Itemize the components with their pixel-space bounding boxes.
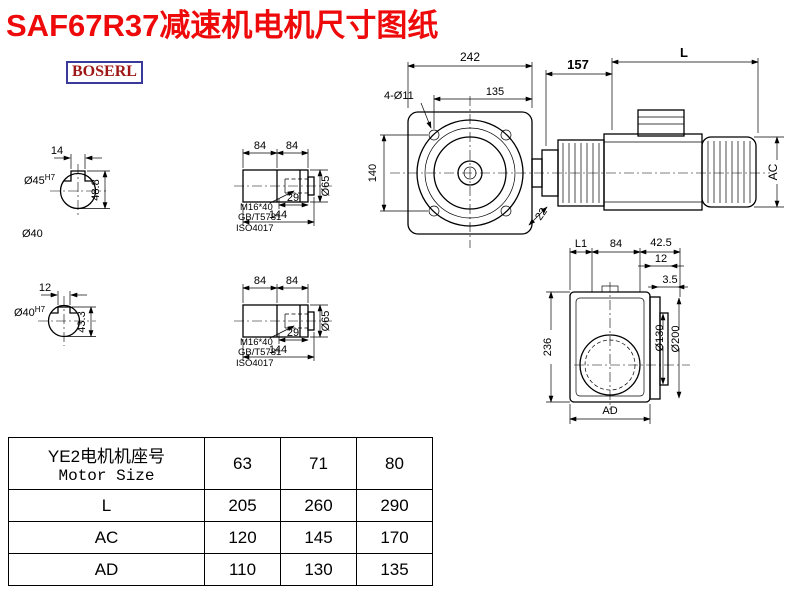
label-outer-dia-1: Ø40 bbox=[22, 228, 43, 240]
cell: 205 bbox=[204, 489, 281, 522]
dim-L1: L1 bbox=[575, 238, 587, 250]
table-row-AD: AD 110 130 135 bbox=[8, 553, 433, 586]
label-std-iso-1: ISO4017 bbox=[236, 223, 274, 234]
header-cn: YE2电机机座号 bbox=[47, 447, 166, 466]
table-row-AC: AC 120 145 170 bbox=[8, 521, 433, 554]
label-std-gb-1: GB/T5781 bbox=[238, 212, 281, 223]
dim-242: 242 bbox=[460, 50, 480, 64]
row-label: L bbox=[8, 489, 205, 522]
label-bore-2: Ø40H7 bbox=[14, 305, 46, 319]
size-71: 71 bbox=[280, 437, 357, 490]
cell: 290 bbox=[356, 489, 433, 522]
row-label: AC bbox=[8, 521, 205, 554]
row-label: AD bbox=[8, 553, 205, 586]
header-en: Motor Size bbox=[58, 467, 155, 485]
dim-seg-b-1: 84 bbox=[286, 140, 298, 152]
dim-AD: AD bbox=[602, 405, 617, 417]
dim-42-5: 42.5 bbox=[650, 237, 671, 249]
brand-logo: BOSERL bbox=[66, 61, 143, 84]
header-motor-size: YE2电机机座号 Motor Size bbox=[8, 437, 205, 490]
dim-total-1: 144 bbox=[269, 209, 287, 221]
dim-seg-a-2: 84 bbox=[254, 275, 266, 287]
dim-3-5: 3.5 bbox=[662, 274, 677, 286]
shaft-side-view-1: 84 84 29 144 Ø65 M16*40 GB/T5781 ISO4017 bbox=[234, 140, 332, 234]
label-bolt-1: M16*40 bbox=[240, 202, 273, 213]
dim-seg-b-2: 84 bbox=[286, 275, 298, 287]
label-bolt-2: M16*40 bbox=[240, 337, 273, 348]
label-std-gb-2: GB/T5781 bbox=[238, 347, 281, 358]
dim-157: 157 bbox=[567, 57, 589, 72]
dim-seg-a-1: 84 bbox=[254, 140, 266, 152]
front-view: 242 135 4-Ø11 140 22 bbox=[367, 45, 784, 248]
shaft-end-view-1: 14 Ø45H7 48.8 Ø40 bbox=[22, 145, 110, 240]
dim-dia-1: Ø65 bbox=[320, 176, 332, 197]
side-view: L1 84 42.5 12 3.5 Ø130 Ø200 236 AD bbox=[542, 237, 690, 424]
dim-height-2: 43.3 bbox=[76, 311, 88, 332]
dim-12: 12 bbox=[655, 253, 667, 265]
shaft-end-view-2: 12 Ø40H7 43.3 bbox=[14, 282, 96, 346]
cell: 170 bbox=[356, 521, 433, 554]
page-title: SAF67R37减速机电机尺寸图纸 bbox=[6, 8, 439, 43]
cell: 130 bbox=[280, 553, 357, 586]
label-std-iso-2: ISO4017 bbox=[236, 358, 274, 369]
dim-135: 135 bbox=[486, 86, 504, 98]
dim-key-width-1: 14 bbox=[51, 145, 63, 157]
cell: 145 bbox=[280, 521, 357, 554]
dim-22: 22 bbox=[533, 206, 550, 223]
dim-key-width-2: 12 bbox=[39, 282, 51, 294]
dim-L: L bbox=[680, 45, 688, 60]
table-header-row: YE2电机机座号 Motor Size 63 71 80 bbox=[8, 437, 433, 490]
label-bolt-holes: 4-Ø11 bbox=[384, 90, 414, 102]
dim-84: 84 bbox=[610, 238, 622, 250]
dim-d200: Ø200 bbox=[670, 326, 682, 353]
shaft-side-view-2: 84 84 29 144 Ø65 M16*40 GB/T5781 ISO4017 bbox=[234, 275, 332, 369]
dim-d130: Ø130 bbox=[654, 325, 666, 352]
motor-size-table: YE2电机机座号 Motor Size 63 71 80 L 205 260 2… bbox=[8, 437, 433, 586]
cell: 110 bbox=[204, 553, 281, 586]
table-row-L: L 205 260 290 bbox=[8, 489, 433, 522]
dim-AC: AC bbox=[766, 163, 780, 180]
size-63: 63 bbox=[204, 437, 281, 490]
cell: 135 bbox=[356, 553, 433, 586]
label-bore-1: Ø45H7 bbox=[24, 173, 56, 187]
size-80: 80 bbox=[356, 437, 433, 490]
cell: 120 bbox=[204, 521, 281, 554]
dim-dia-2: Ø65 bbox=[320, 311, 332, 332]
dim-height-1: 48.8 bbox=[90, 179, 102, 200]
cell: 260 bbox=[280, 489, 357, 522]
dim-total-2: 144 bbox=[269, 344, 287, 356]
dim-236: 236 bbox=[542, 338, 554, 356]
dim-140: 140 bbox=[367, 164, 379, 182]
